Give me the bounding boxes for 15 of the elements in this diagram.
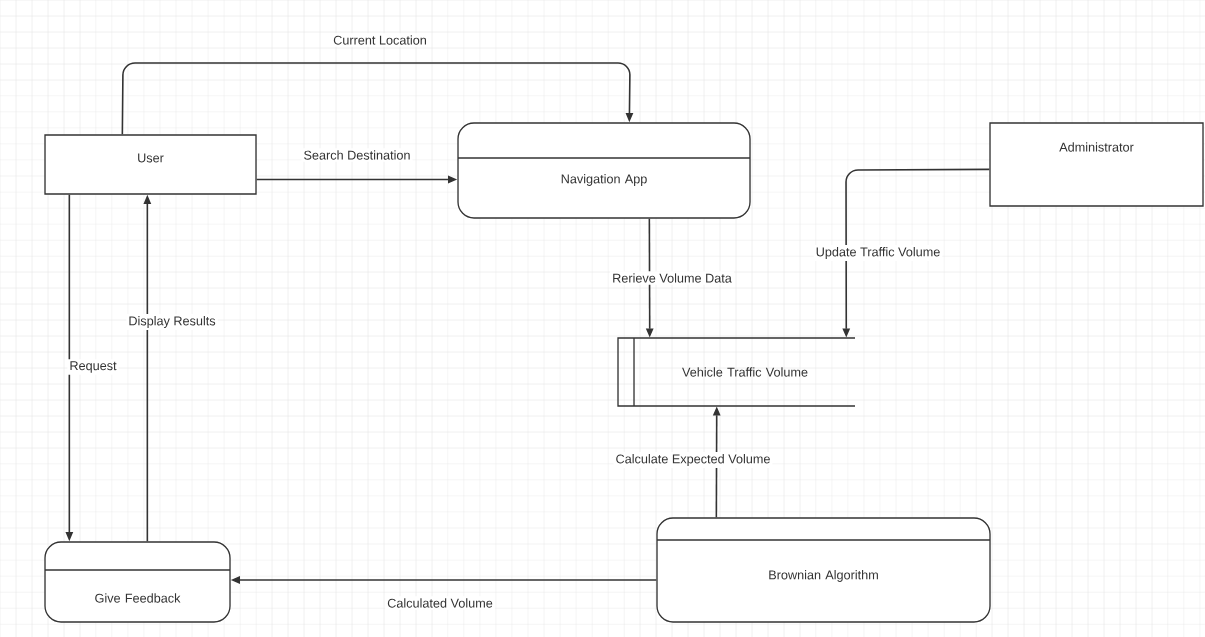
edge-label: Rerieve Volume Data xyxy=(610,271,734,285)
edge-label: Display Results xyxy=(126,314,218,330)
entity-box: User xyxy=(44,134,257,195)
edge-label: Update Traffic Volume xyxy=(813,245,943,261)
process-box: Give Feedback xyxy=(44,541,231,623)
data-store: Vehicle Traffic Volume xyxy=(617,337,856,407)
arrow xyxy=(121,62,634,136)
edge-label: Current Location xyxy=(331,33,429,47)
edge-label: Calculated Volume xyxy=(385,596,495,610)
process-box: Navigation App xyxy=(457,122,751,219)
process-box: Brownian Algorithm xyxy=(656,517,991,623)
entity-box: Administrator xyxy=(989,122,1204,207)
edge-label: Request xyxy=(67,359,119,375)
edge-label: Calculate Expected Volume xyxy=(613,452,773,468)
edge-label: Search Destination xyxy=(301,148,413,162)
